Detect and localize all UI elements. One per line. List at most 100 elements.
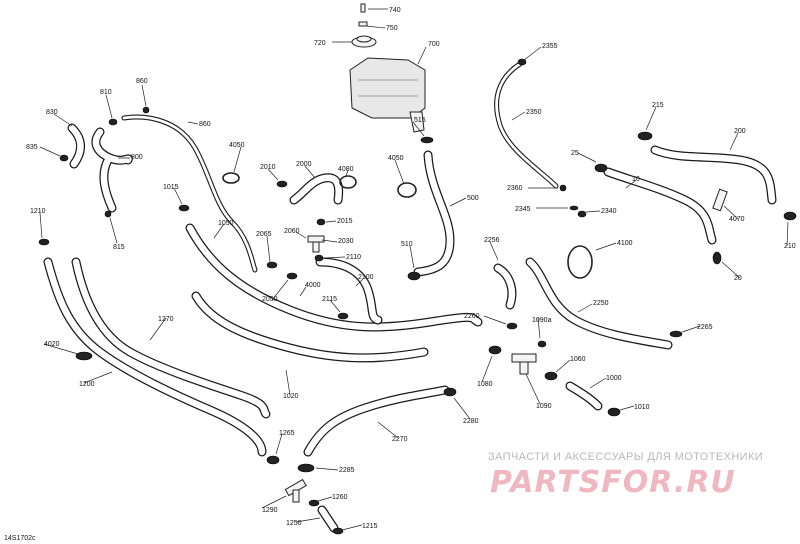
clamp-210[interactable] (783, 211, 797, 221)
hose-500[interactable] (413, 150, 455, 277)
clamp-515[interactable] (420, 136, 434, 144)
grommet-4050b[interactable] (397, 182, 417, 198)
clamp-2355[interactable] (517, 58, 527, 66)
watermark-logo: PARTSFOR.RU (490, 465, 736, 500)
hose-10[interactable] (603, 167, 717, 245)
hose-2270[interactable] (303, 385, 450, 457)
t-fitting-2060[interactable] (307, 235, 325, 253)
label-4050-right: 4050 (388, 155, 404, 162)
label-2010: 2010 (260, 164, 276, 171)
label-215: 215 (652, 102, 664, 109)
clamp-1010[interactable] (607, 407, 621, 417)
clamp-2340[interactable] (577, 210, 587, 218)
clamp-2285[interactable] (297, 463, 315, 473)
clamp-1215[interactable] (332, 527, 344, 535)
grommet-4050a[interactable] (222, 172, 240, 184)
label-1015: 1015 (163, 184, 179, 191)
watermark-tagline: ЗАПЧАСТИ И АКСЕССУАРЫ ДЛЯ МОТОТЕХНИКИ (488, 451, 763, 463)
clamp-2280[interactable] (443, 387, 457, 397)
clamp-2345[interactable] (569, 205, 579, 211)
clamp-2065[interactable] (266, 261, 278, 269)
clamp-1080[interactable] (488, 345, 502, 355)
label-510: 510 (401, 241, 413, 248)
clamp-4020[interactable] (75, 351, 93, 361)
label-720: 720 (314, 40, 326, 47)
clamp-2010[interactable] (276, 180, 288, 188)
hose-830[interactable] (67, 123, 85, 169)
label-2000: 2000 (296, 161, 312, 168)
clamp-20[interactable] (712, 251, 722, 265)
t-fitting-1090[interactable] (511, 353, 537, 375)
reservoir-cap-720[interactable] (351, 35, 377, 48)
screw-740[interactable] (360, 3, 366, 13)
grommet-4080[interactable] (339, 175, 357, 189)
clamp-1015[interactable] (178, 204, 190, 212)
clamp-2260[interactable] (506, 322, 518, 330)
label-740: 740 (389, 7, 401, 14)
label-2256: 2256 (484, 237, 500, 244)
clamp-1260[interactable] (308, 499, 320, 507)
label-2345: 2345 (515, 206, 531, 213)
clamp-1265[interactable] (266, 455, 280, 465)
label-20: 20 (734, 275, 742, 282)
hose-200[interactable] (650, 145, 777, 205)
label-1090a: 1090a (532, 317, 552, 324)
part-labels: 740 750 720 700 2355 2350 515 500 4050 4… (26, 7, 796, 530)
hose-2250[interactable] (525, 257, 673, 350)
label-2060: 2060 (284, 228, 300, 235)
label-1250: 1250 (286, 520, 302, 527)
label-515: 515 (414, 117, 426, 124)
hose-860[interactable] (121, 114, 258, 273)
bracket-4070[interactable] (712, 188, 728, 212)
hose-1000[interactable] (565, 381, 603, 411)
ring-4100[interactable] (567, 245, 593, 279)
clamp-860[interactable] (142, 106, 150, 114)
hose-1020[interactable] (191, 291, 429, 363)
clamp-810[interactable] (108, 118, 118, 126)
hose-2000[interactable] (289, 173, 344, 205)
label-1060: 1060 (570, 356, 586, 363)
label-2115: 2115 (322, 296, 337, 303)
label-4070: 4070 (729, 216, 745, 223)
clamp-25[interactable] (594, 163, 608, 173)
t-fitting-1290[interactable] (284, 478, 307, 503)
label-1290: 1290 (262, 507, 278, 514)
hose-2100[interactable] (315, 257, 383, 325)
clamp-2015[interactable] (316, 218, 326, 226)
label-2270: 2270 (392, 436, 408, 443)
clamp-2050[interactable] (286, 272, 298, 280)
clamp-1210[interactable] (38, 238, 50, 246)
leader-lines (39, 8, 789, 531)
clamp-510[interactable] (407, 271, 421, 281)
hose-1200[interactable] (43, 257, 267, 457)
label-1265: 1265 (279, 430, 295, 437)
clamp-2115[interactable] (337, 312, 349, 320)
clamp-1090a[interactable] (537, 340, 547, 348)
label-1020: 1020 (283, 393, 299, 400)
label-2015: 2015 (337, 218, 353, 225)
clamp-815[interactable] (104, 210, 112, 218)
clamp-215[interactable] (637, 131, 653, 141)
label-2050: 2050 (262, 296, 278, 303)
hose-2256[interactable] (493, 263, 517, 310)
label-1270: 1270 (158, 316, 174, 323)
clamp-835[interactable] (59, 154, 69, 162)
clamp-1060[interactable] (544, 371, 558, 381)
hose-1050[interactable] (185, 223, 483, 332)
label-500: 500 (467, 195, 479, 202)
screw-750[interactable] (358, 21, 368, 27)
label-2065: 2065 (256, 231, 272, 238)
label-200: 200 (734, 128, 746, 135)
label-10: 10 (632, 176, 640, 183)
hose-1270[interactable] (71, 257, 271, 419)
label-2360: 2360 (507, 185, 523, 192)
hose-1250[interactable] (317, 505, 339, 533)
hose-2350[interactable] (494, 61, 559, 189)
label-830: 830 (46, 109, 58, 116)
clamp-2265[interactable] (669, 330, 683, 338)
coolant-reservoir-700[interactable] (349, 57, 426, 133)
hose-800[interactable] (91, 127, 133, 213)
clamp-2360[interactable] (559, 184, 567, 192)
clamp-2110[interactable] (314, 254, 324, 262)
